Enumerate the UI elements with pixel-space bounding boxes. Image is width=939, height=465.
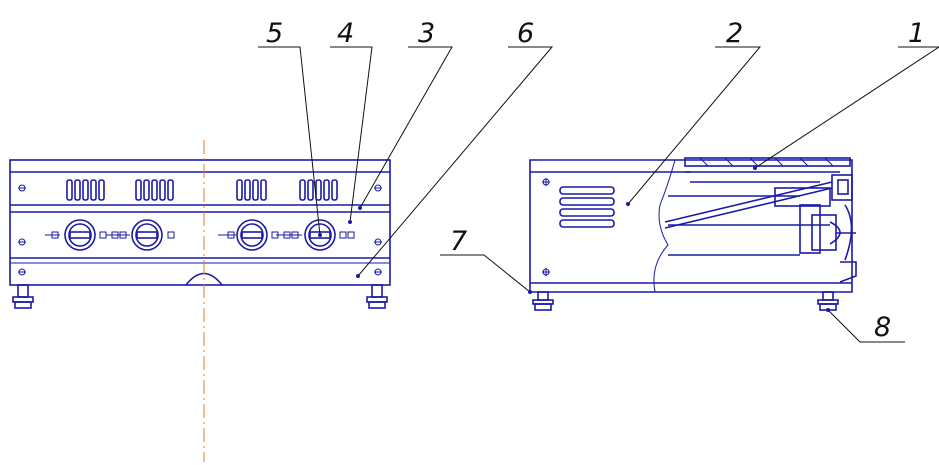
callout-3: 3 — [418, 18, 435, 49]
side-screws — [542, 178, 550, 276]
knob-2 — [131, 219, 163, 251]
side-view — [529, 157, 857, 311]
side-body-outline — [529, 159, 853, 293]
side-knob-profile — [831, 174, 857, 283]
knob-3 — [236, 219, 268, 251]
cooking-plate — [684, 157, 851, 183]
internal-mechanism — [664, 181, 856, 256]
front-knobs — [64, 219, 336, 251]
callout-4: 4 — [337, 18, 354, 49]
front-feet — [12, 284, 388, 309]
callout-6: 6 — [517, 18, 534, 49]
section-break-line — [653, 159, 676, 293]
leader-lines — [258, 46, 939, 343]
side-vent-slots — [559, 186, 615, 228]
callout-8: 8 — [874, 312, 891, 343]
callout-1: 1 — [908, 18, 925, 49]
callout-7: 7 — [450, 226, 467, 257]
knob-1 — [64, 219, 96, 251]
callout-2: 2 — [726, 18, 743, 49]
callout-labels: 5 4 3 6 2 1 7 8 — [266, 18, 925, 343]
front-vent-slots — [66, 179, 338, 201]
front-body-outline — [9, 159, 391, 286]
side-feet — [532, 291, 839, 311]
front-view — [9, 159, 391, 309]
callout-5: 5 — [266, 18, 283, 49]
front-indicator-marks — [45, 231, 355, 239]
front-screws — [18, 184, 382, 276]
